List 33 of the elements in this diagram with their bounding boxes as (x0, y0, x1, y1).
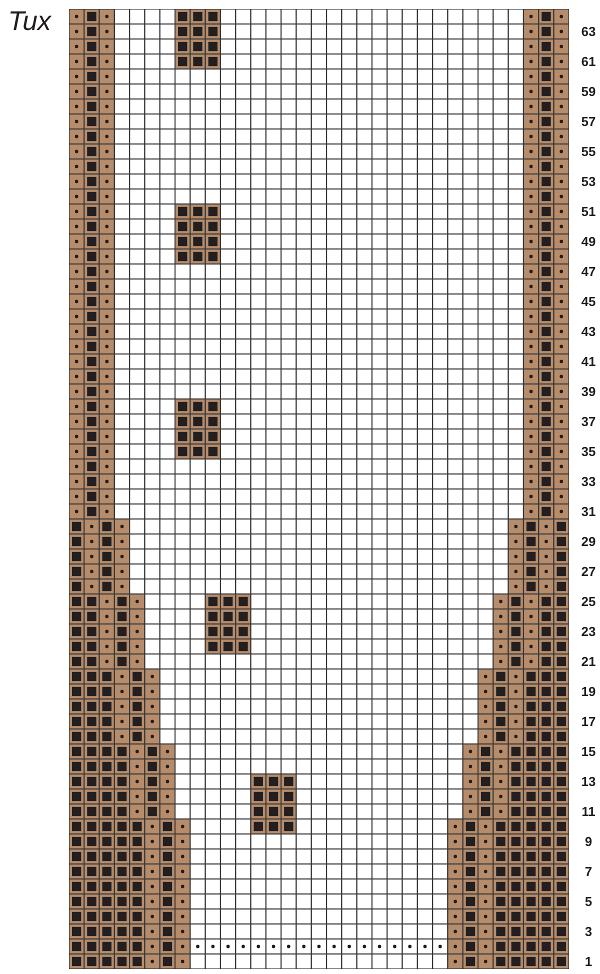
row-number: 31 (580, 504, 597, 519)
row-number: 33 (580, 474, 597, 489)
row-number: 13 (580, 774, 597, 789)
row-number: 7 (584, 864, 594, 879)
row-number: 27 (580, 564, 597, 579)
row-number: 23 (580, 624, 597, 639)
row-number: 25 (580, 594, 597, 609)
row-number: 35 (580, 444, 597, 459)
row-number: 29 (580, 534, 597, 549)
row-number: 17 (580, 714, 597, 729)
row-number: 1 (584, 954, 594, 969)
row-number: 21 (580, 654, 597, 669)
row-number: 5 (584, 894, 594, 909)
row-number: 55 (580, 144, 597, 159)
row-number: 63 (580, 24, 597, 39)
row-number: 53 (580, 174, 597, 189)
row-number: 41 (580, 354, 597, 369)
row-number: 15 (580, 744, 597, 759)
row-number: 19 (580, 684, 597, 699)
row-number: 37 (580, 414, 597, 429)
row-number: 11 (580, 804, 596, 819)
row-number: 3 (584, 924, 594, 939)
row-number: 61 (580, 54, 597, 69)
row-number: 47 (580, 264, 597, 279)
row-number: 43 (580, 324, 597, 339)
row-number: 49 (580, 234, 597, 249)
row-number: 39 (580, 384, 597, 399)
row-number: 57 (580, 114, 597, 129)
row-number: 9 (584, 834, 594, 849)
row-number: 45 (580, 294, 597, 309)
chart-title: Tux (8, 8, 52, 35)
row-number: 59 (580, 84, 597, 99)
row-number: 51 (580, 204, 597, 219)
